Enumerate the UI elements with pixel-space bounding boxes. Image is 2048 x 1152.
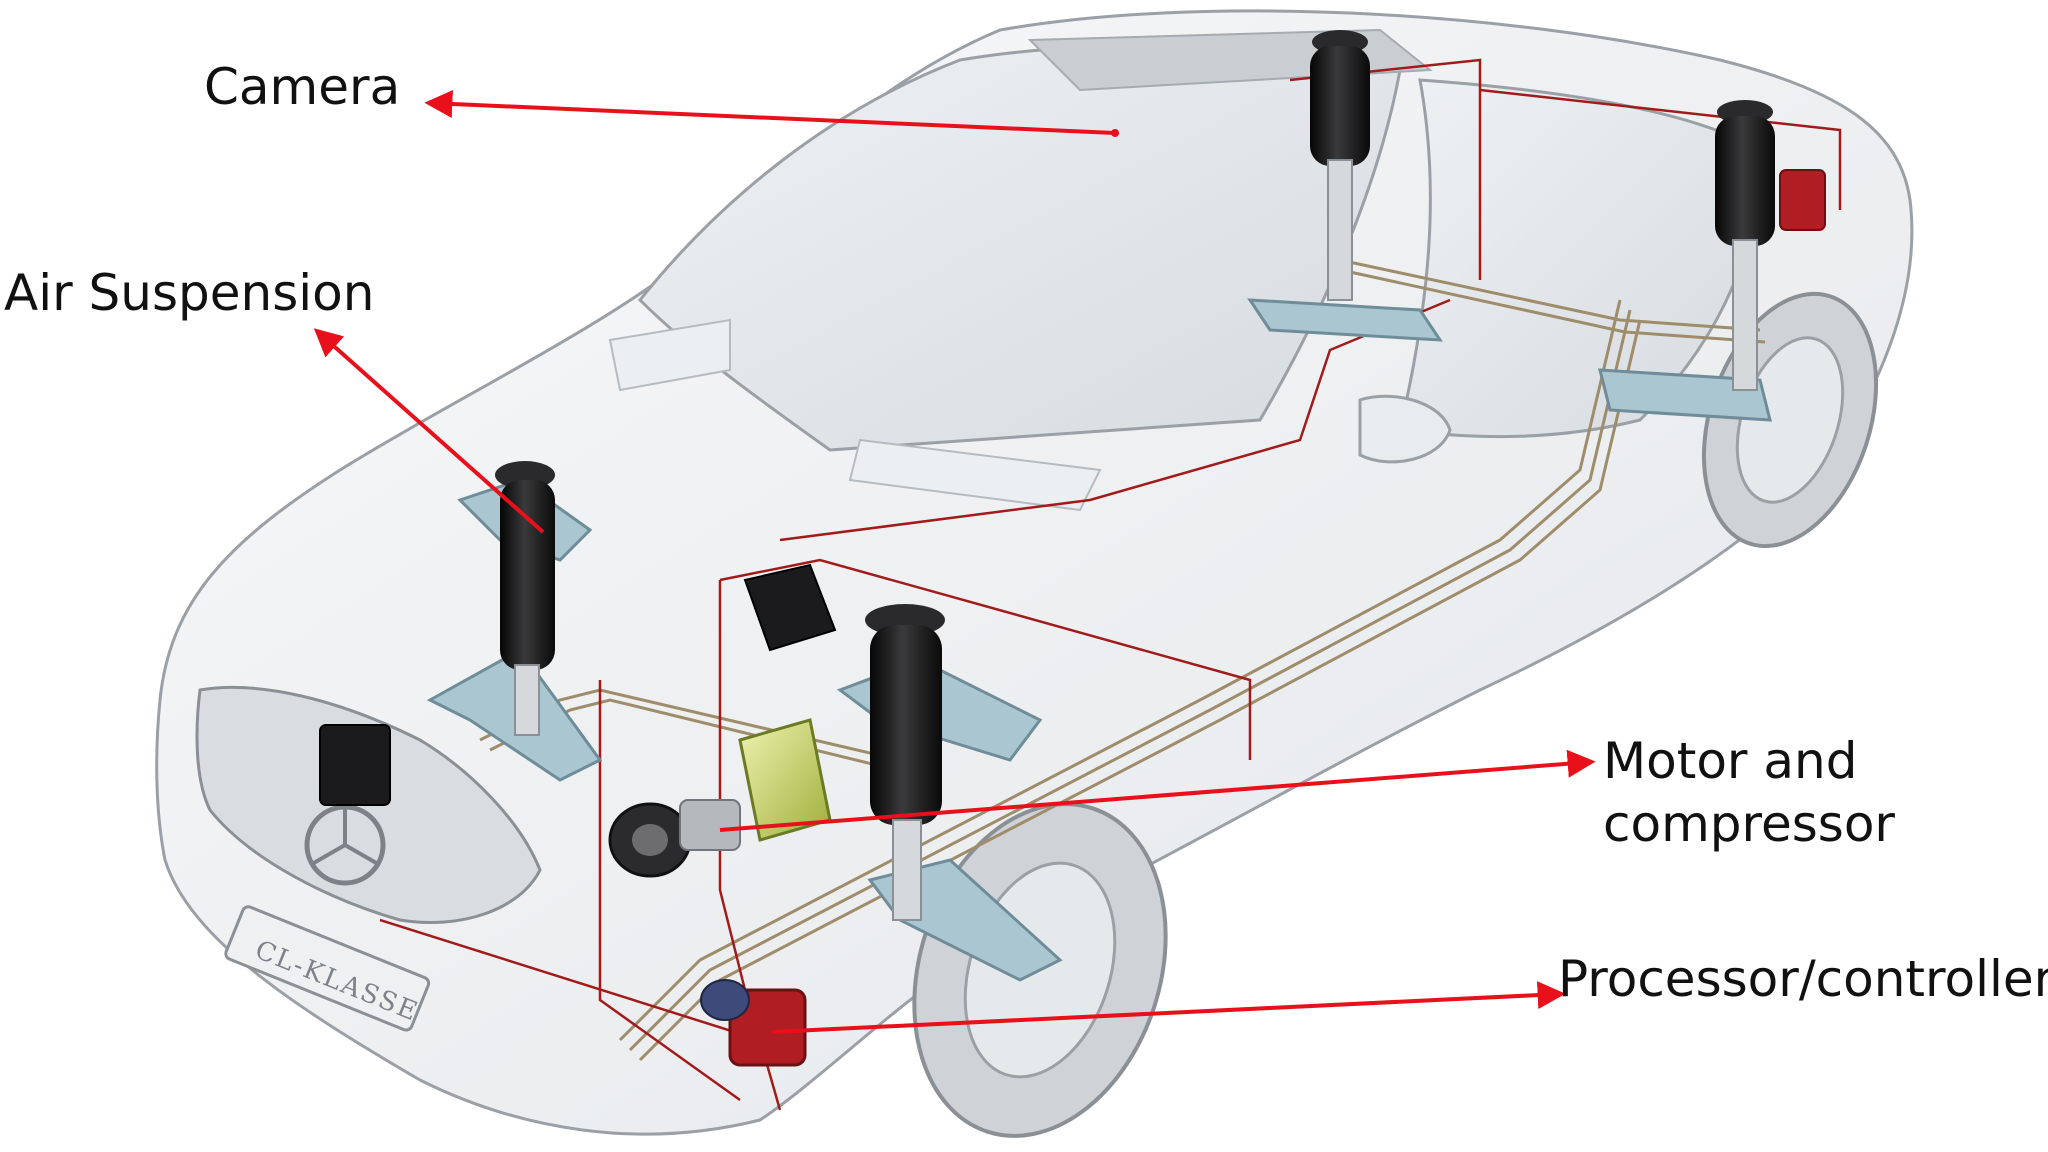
rear-right-air-strut — [1598, 100, 1775, 422]
pressure-reservoir — [700, 979, 750, 1021]
side-window — [1398, 78, 1762, 439]
shock-rod — [1732, 239, 1758, 391]
processor-controller-arrow — [771, 981, 1566, 1034]
license-plate — [224, 905, 431, 1032]
motor-compressor-label-line2: compressor — [1603, 794, 1895, 853]
front-left-air-strut — [426, 461, 603, 782]
compressor-motor-face — [632, 824, 668, 856]
windshield — [637, 44, 1402, 452]
processor-controller-unit — [700, 979, 807, 1067]
rear-right-control-arm — [1598, 368, 1772, 422]
wiring-harness — [379, 58, 1842, 1111]
compressor-body — [679, 799, 741, 851]
motor-compressor-arrow — [719, 749, 1596, 832]
hood-vent — [848, 438, 1102, 512]
control-module — [743, 563, 837, 652]
motor-compressor-label-line1: Motor and — [1603, 732, 1858, 790]
front-right-air-strut — [836, 604, 1063, 982]
battery — [319, 724, 391, 806]
camera-arrow-anchor — [1111, 129, 1119, 137]
shock-rod — [1327, 159, 1353, 301]
motor-compressor-label: Motor and compressor — [1603, 730, 2023, 855]
shock-rod — [892, 819, 922, 921]
valve-block — [728, 988, 807, 1067]
air-spring — [1715, 116, 1775, 246]
camera-arrow — [424, 89, 1116, 135]
mercedes-star-emblem — [304, 804, 386, 886]
motor-compressor-unit — [608, 718, 832, 878]
air-spring — [870, 625, 942, 825]
mercedes-star-emblem — [311, 808, 379, 866]
air-spring — [500, 480, 555, 670]
rear-left-control-arm — [1247, 298, 1443, 342]
air-spring — [1310, 46, 1370, 166]
hood-vent — [608, 318, 731, 392]
rear-valve-unit — [1779, 169, 1826, 231]
shock-rod — [514, 664, 540, 736]
rear-left-air-strut — [1247, 30, 1443, 342]
camera-label: Camera — [204, 58, 401, 116]
air-suspension-label: Air Suspension — [4, 264, 375, 322]
side-mirror — [1358, 394, 1452, 464]
air-suspension-arrow — [313, 328, 545, 534]
processor-controller-label: Processor/controller — [1558, 950, 2048, 1008]
callout-arrows — [313, 89, 1596, 1034]
